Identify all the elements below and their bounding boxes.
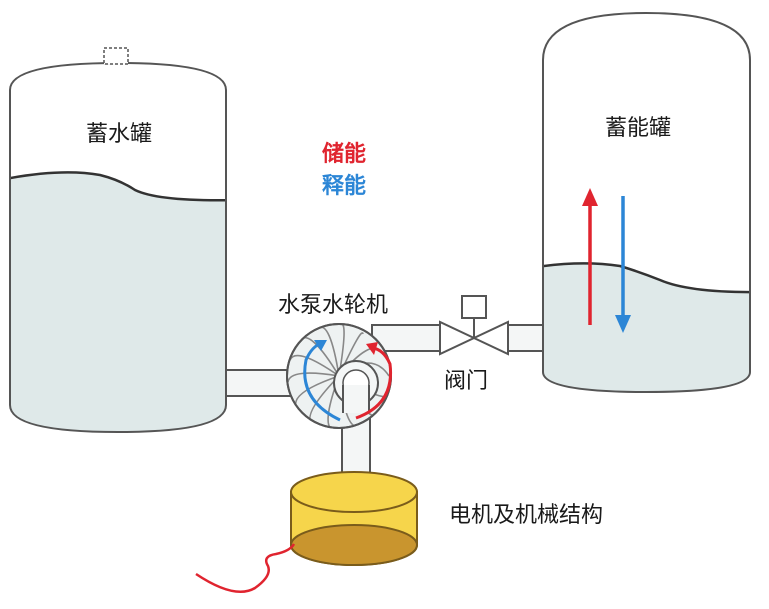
valve xyxy=(439,295,509,356)
store-energy-label: 储能 xyxy=(322,142,367,167)
release-energy-label: 释能 xyxy=(322,174,367,199)
valve-label: 阀门 xyxy=(444,369,489,394)
pump-turbine xyxy=(286,323,393,429)
pump-turbine-label: 水泵水轮机 xyxy=(278,293,389,318)
storage-tank xyxy=(542,11,751,394)
release-arrow-down xyxy=(615,196,631,333)
motor xyxy=(290,471,418,566)
right-pipe xyxy=(371,324,549,352)
store-rotation-arrow xyxy=(355,346,393,420)
vent-cap xyxy=(103,47,129,65)
water-tank-label: 蓄水罐 xyxy=(86,122,153,147)
valve-actuator xyxy=(461,295,487,319)
power-cable xyxy=(195,543,296,594)
storage-tank-label: 蓄能罐 xyxy=(605,116,672,141)
release-rotation-arrow xyxy=(303,341,341,422)
motor-label: 电机及机械结构 xyxy=(449,503,604,528)
water-tank xyxy=(9,47,227,434)
storage-arrow-up xyxy=(582,188,598,325)
left-pipe xyxy=(219,369,293,397)
